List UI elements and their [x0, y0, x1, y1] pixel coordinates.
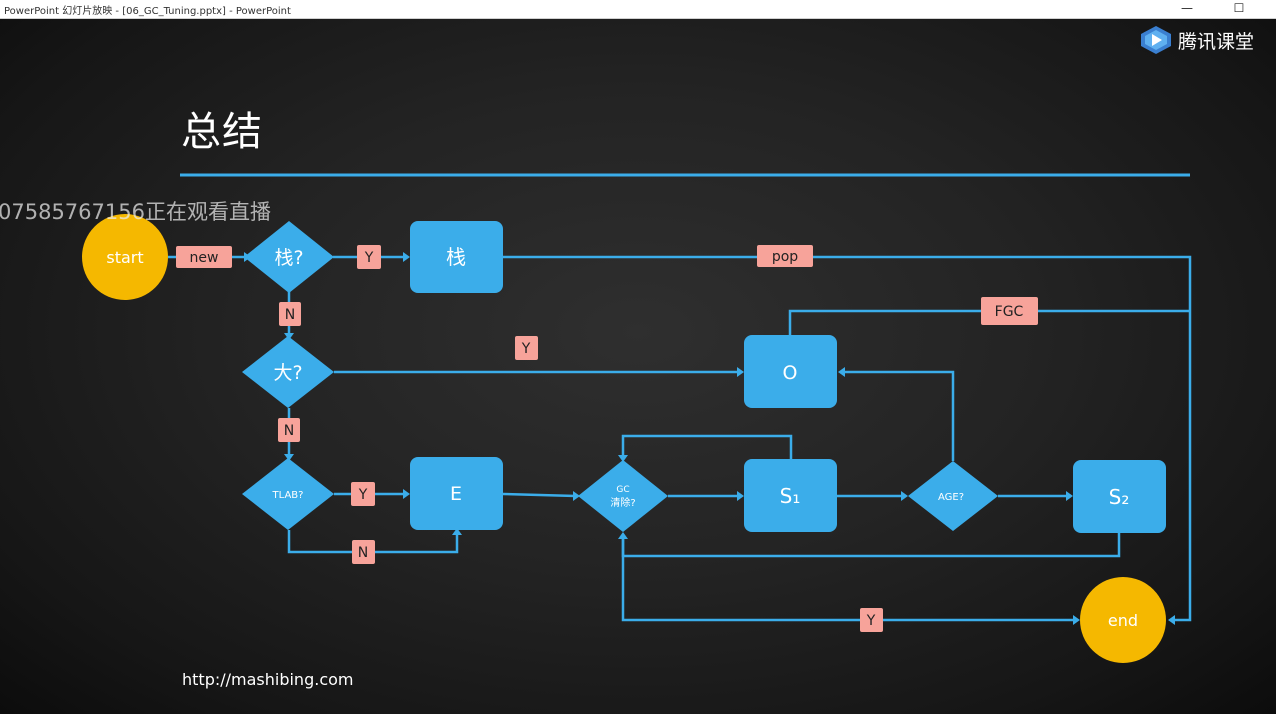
maximize-icon: ☐	[1233, 1, 1245, 15]
stack-box	[410, 221, 503, 293]
old-box-label: O	[783, 362, 798, 384]
minimize-button[interactable]: —	[1164, 0, 1210, 18]
s2-box	[1073, 460, 1166, 533]
label-pop-badge	[757, 245, 813, 267]
s2-box-label: S₂	[1109, 485, 1130, 509]
label-tlab-yes: Y	[358, 487, 368, 503]
label-stack-yes-badge	[357, 245, 381, 269]
start-node	[82, 214, 168, 300]
edge-s1-gc-loop	[621, 434, 793, 459]
label-new-badge	[176, 246, 232, 268]
window-title: PowerPoint 幻灯片放映 - [06_GC_Tuning.pptx] -…	[4, 6, 291, 17]
edge-age-old	[842, 370, 955, 461]
gc-decision-label-2: 清除?	[610, 496, 635, 509]
slide-canvas[interactable]: 总结 腾讯课堂 http://mashibing.com	[0, 19, 1276, 714]
stack-decision	[244, 221, 334, 293]
site-url[interactable]: http://mashibing.com	[182, 670, 354, 689]
s1-box	[744, 459, 837, 532]
edge-old-fgc	[788, 309, 1190, 335]
minimize-icon: —	[1181, 1, 1193, 15]
label-gc-yes: Y	[866, 613, 876, 629]
tlab-decision	[242, 458, 334, 530]
arrowheads	[244, 252, 1175, 625]
label-stack-no: N	[285, 307, 295, 323]
label-fgc: FGC	[995, 304, 1024, 320]
window-titlebar: PowerPoint 幻灯片放映 - [06_GC_Tuning.pptx] -…	[0, 0, 1276, 19]
label-pop: pop	[772, 249, 798, 265]
big-decision	[242, 336, 334, 408]
s1-box-label: S₁	[780, 484, 801, 508]
label-stack-yes: Y	[364, 250, 374, 266]
play-logo-icon	[1141, 26, 1171, 54]
stack-box-label: 栈	[446, 245, 466, 269]
label-big-no: N	[284, 423, 294, 439]
tlab-decision-label: TLAB?	[272, 490, 304, 501]
stack-decision-label: 栈?	[274, 247, 303, 269]
label-tlab-no: N	[358, 545, 368, 561]
maximize-button[interactable]: ☐	[1216, 0, 1262, 18]
end-label: end	[1108, 611, 1138, 630]
logo-text: 腾讯课堂	[1178, 30, 1255, 53]
edge-pop-end	[503, 255, 1192, 622]
big-decision-label: 大?	[273, 362, 302, 384]
viewer-watermark: 07585767156正在观看直播	[0, 200, 271, 224]
label-big-yes: Y	[521, 341, 531, 357]
tencent-classroom-logo: 腾讯课堂	[1140, 25, 1254, 55]
eden-box	[410, 457, 503, 530]
label-new: new	[190, 250, 219, 266]
label-gc-yes-badge	[860, 608, 883, 632]
eden-box-label: E	[450, 483, 462, 505]
label-big-yes-badge	[515, 336, 538, 360]
edge-s2-gc-loop	[621, 533, 1121, 558]
edge-labels: new Y pop N FGC Y N Y N Y	[176, 245, 1038, 632]
connectors	[168, 255, 1192, 622]
age-decision	[908, 461, 998, 531]
gc-decision-label-1: GC	[616, 485, 629, 495]
end-node	[1080, 577, 1166, 663]
old-box	[744, 335, 837, 408]
label-stack-no-badge	[279, 302, 301, 326]
label-tlab-yes-badge	[351, 482, 375, 506]
label-big-no-badge	[278, 418, 300, 442]
gc-decision	[578, 460, 668, 532]
edge-gc-end	[621, 536, 1076, 622]
age-decision-label: AGE?	[938, 492, 964, 503]
label-tlab-no-badge	[352, 540, 375, 564]
label-fgc-badge	[981, 297, 1038, 325]
start-label: start	[106, 248, 143, 267]
slide-title: 总结	[181, 109, 263, 155]
edge-eden-gc	[502, 492, 577, 498]
